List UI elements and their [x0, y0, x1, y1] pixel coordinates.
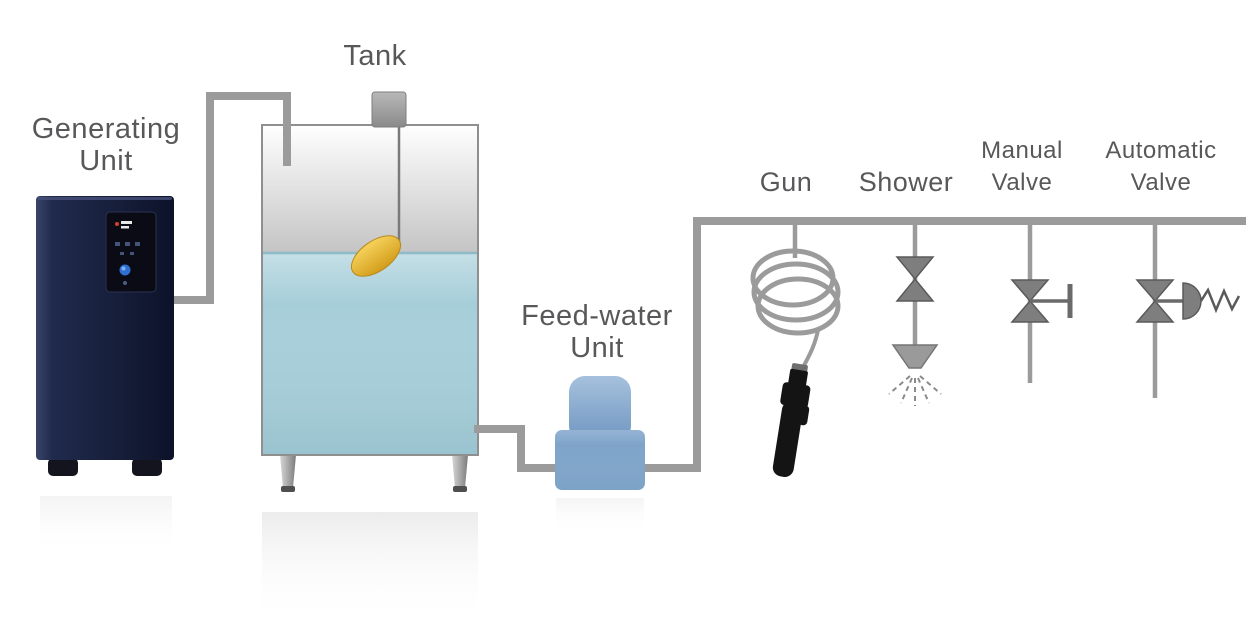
- shower-head-icon: [891, 344, 939, 369]
- spray-gun-icon: [772, 363, 811, 477]
- panel-power-button: [119, 264, 131, 276]
- manual-valve-label-line1: Manual: [981, 137, 1063, 164]
- tank-leg-left: [280, 455, 296, 488]
- feed-water-unit-label-line2: Unit: [570, 332, 624, 364]
- generating-unit-label-line1: Generating: [32, 113, 181, 145]
- automatic-valve-label-line2: Valve: [1131, 169, 1192, 196]
- generating-unit-foot-left: [48, 458, 78, 476]
- tank: [261, 124, 479, 492]
- floor-reflections: [40, 496, 644, 624]
- actuator-spring-icon: [1199, 287, 1241, 314]
- tank-foot-left: [281, 486, 295, 492]
- panel-logo-icon: [115, 221, 132, 229]
- labels: Tank Generating Unit Feed-water Unit Gun…: [32, 40, 1216, 364]
- tank-cap: [371, 91, 407, 128]
- tank-foot-right: [453, 486, 467, 492]
- gun-label: Gun: [760, 167, 813, 197]
- tank-reflection: [262, 512, 478, 624]
- automatic-valve-icon: [1135, 279, 1175, 323]
- feed-water-unit-top: [569, 376, 631, 442]
- pipe-generating-to-tank: [160, 92, 291, 304]
- pipe-run-inlet: [160, 92, 291, 304]
- generating-unit-foot-right: [132, 458, 162, 476]
- tank-label: Tank: [343, 40, 406, 72]
- automatic-valve-assembly: [1135, 279, 1241, 323]
- generating-unit-top-highlight: [38, 197, 172, 200]
- panel-small-dot: [123, 281, 127, 285]
- tank-leg-right: [452, 455, 468, 488]
- pipe-feedwater-to-header: [638, 217, 1246, 472]
- panel-indicator-lights: [115, 242, 140, 255]
- shower-assembly: [888, 256, 942, 406]
- tank-outline: [261, 124, 479, 456]
- gun-body: [780, 382, 811, 409]
- automatic-valve-label-line1: Automatic: [1105, 137, 1216, 164]
- feed-water-unit-reflection: [556, 498, 644, 534]
- control-panel: [105, 211, 157, 293]
- manual-valve-assembly: [1010, 279, 1073, 323]
- gun-nozzle: [788, 368, 808, 388]
- shower-label: Shower: [859, 167, 954, 197]
- feed-water-unit-base-sheen: [555, 430, 645, 490]
- shower-spray-lines: [888, 375, 942, 406]
- tank-water-sheen: [262, 253, 478, 455]
- manual-valve-label-line2: Valve: [992, 169, 1053, 196]
- panel-power-button-glint: [121, 266, 126, 271]
- tank-top-section: [262, 125, 478, 253]
- generating-unit-reflection: [40, 496, 172, 556]
- manual-valve-icon: [1010, 279, 1050, 323]
- gun-grip: [772, 401, 803, 477]
- actuator-dome-icon: [1182, 282, 1202, 320]
- float-assembly: [351, 91, 407, 277]
- gun-assembly: [750, 248, 841, 477]
- feed-water-unit: [555, 376, 645, 490]
- generating-unit: [36, 196, 174, 476]
- float-ball: [351, 235, 401, 277]
- feed-water-unit-label-line1: Feed-water: [521, 300, 673, 332]
- generating-unit-label-line2: Unit: [79, 145, 133, 177]
- shower-valve-icon: [895, 256, 935, 302]
- hose-coil: [750, 248, 841, 336]
